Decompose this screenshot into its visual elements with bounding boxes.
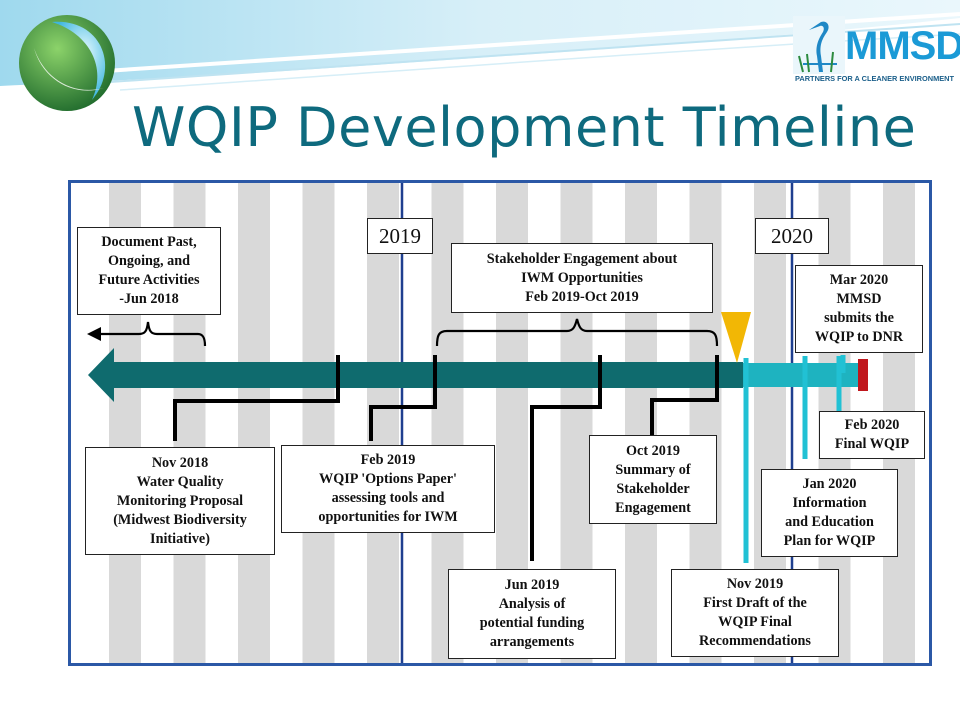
connector-jun2019 (530, 355, 602, 561)
milestone-feb2020: Feb 2020 Final WQIP (819, 411, 925, 459)
current-date-marker (721, 312, 751, 363)
year-label-2019: 2019 (367, 218, 433, 254)
milestone-jan2020: Jan 2020 Information and Education Plan … (761, 469, 898, 557)
connector-lines (173, 355, 719, 561)
milestone-jun2019: Jun 2019 Analysis of potential funding a… (448, 569, 616, 659)
mmsd-wordmark: MMSD (845, 24, 960, 68)
milestone-stakeholder-engagement: Stakeholder Engagement about IWM Opportu… (451, 243, 713, 313)
milestone-feb2019: Feb 2019 WQIP 'Options Paper' assessing … (281, 445, 495, 533)
milestone-document-past: Document Past, Ongoing, and Future Activ… (77, 227, 221, 315)
month-stripe (302, 183, 335, 663)
milestone-mar2020: Mar 2020 MMSD submits the WQIP to DNR (795, 265, 923, 353)
timeline-arrow-past (88, 348, 743, 402)
milestone-nov2018: Nov 2018 Water Quality Monitoring Propos… (85, 447, 275, 555)
timeline-frame: 2019 2020 Document Past, Ongoing, and Fu… (68, 180, 932, 666)
end-marker (858, 359, 868, 391)
past-arrow-head-icon (87, 327, 101, 341)
month-stripe (238, 183, 270, 663)
heron-icon (793, 16, 845, 74)
past-activities-bracket (91, 321, 207, 347)
page-title: WQIP Development Timeline (132, 96, 917, 159)
year-label-2020: 2020 (755, 218, 829, 254)
globe-logo-icon (19, 15, 115, 111)
connector-nov2018 (173, 355, 340, 441)
connector-oct2019 (650, 355, 719, 435)
connector-feb2019 (369, 355, 437, 441)
milestone-nov2019: Nov 2019 First Draft of the WQIP Final R… (671, 569, 839, 657)
stakeholder-bracket (435, 318, 719, 347)
milestone-oct2019: Oct 2019 Summary of Stakeholder Engageme… (589, 435, 717, 524)
mmsd-tagline: PARTNERS FOR A CLEANER ENVIRONMENT (795, 74, 955, 83)
mmsd-logo: MMSD PARTNERS FOR A CLEANER ENVIRONMENT (793, 14, 960, 90)
